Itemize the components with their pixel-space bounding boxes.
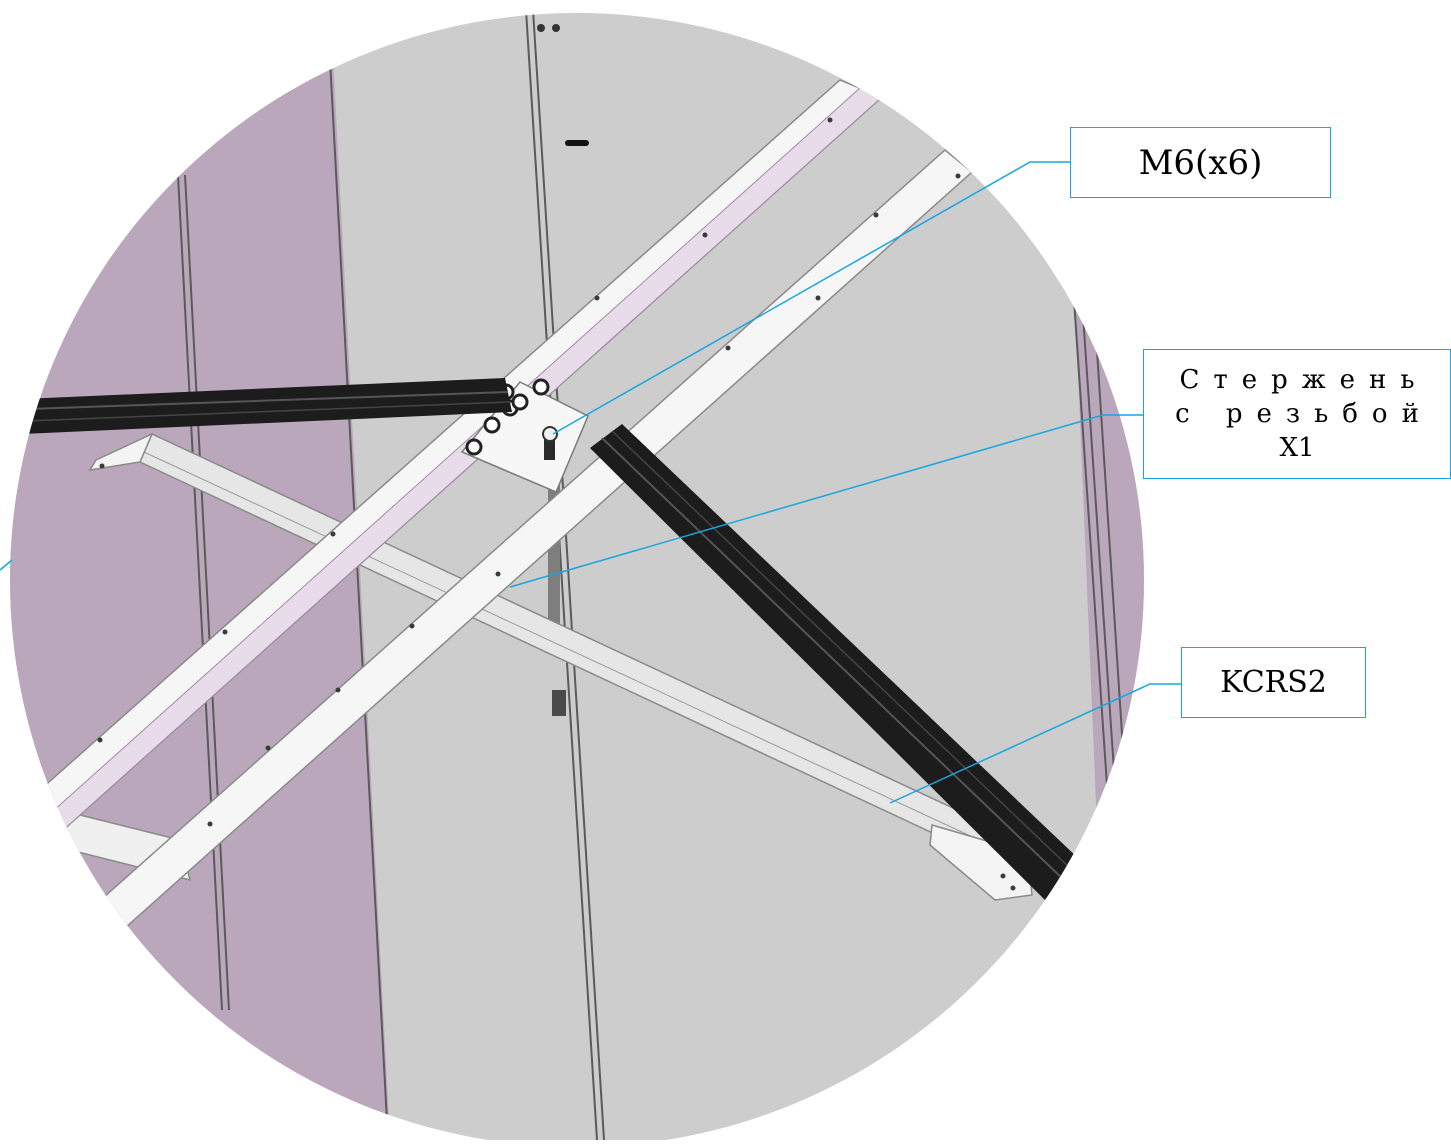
m6-bolt-head	[542, 426, 558, 442]
leader-m6	[552, 161, 1070, 435]
leader-kcrs2	[889, 683, 1181, 804]
callout-kcrs2: KCRS2	[1181, 647, 1366, 718]
black-profile-horizontal	[10, 378, 512, 435]
callout-rod-line1: Стержень	[1179, 364, 1429, 395]
callout-threaded-rod: Стержень с резьбой X1	[1143, 349, 1451, 479]
leader-offscreen	[0, 559, 13, 571]
callout-m6-bolts: M6(x6)	[1070, 127, 1331, 198]
rail-screw-holes	[97, 117, 1016, 891]
screw-head	[537, 24, 545, 32]
callout-kcrs2-label: KCRS2	[1220, 665, 1327, 700]
leader-threaded-rod	[509, 414, 1143, 588]
callout-rod-line3: X1	[1279, 433, 1315, 464]
callout-m6-label: M6(x6)	[1138, 142, 1263, 183]
screw-head	[552, 24, 560, 32]
leader-lines	[0, 161, 1181, 804]
rod-coupler	[552, 690, 566, 716]
panel-seams	[177, 13, 1126, 1141]
slot-hole	[565, 140, 589, 146]
m6-bolt-shaft	[544, 436, 555, 460]
callout-rod-line2: с резьбой	[1175, 398, 1433, 429]
bracket-end-plate	[88, 432, 154, 471]
